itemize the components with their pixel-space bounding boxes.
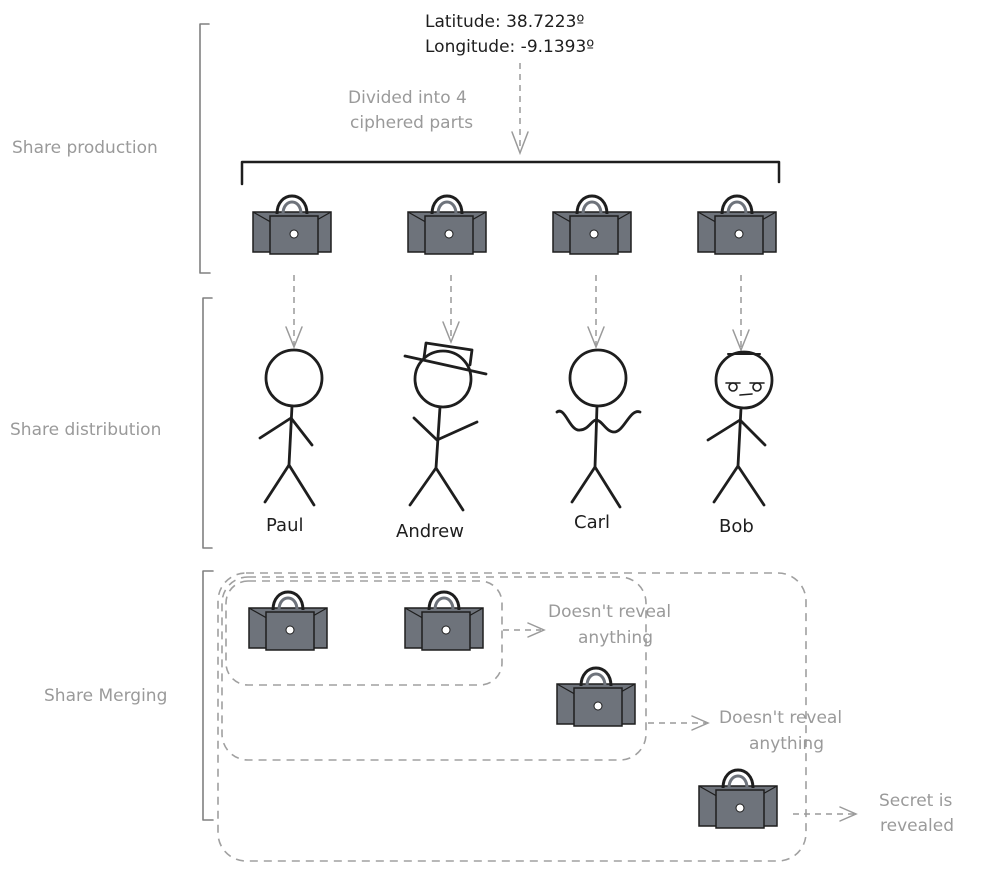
merge-result-three-line2: anything — [749, 734, 824, 754]
distribution-bracket — [202, 297, 213, 549]
person-name-paul: Paul — [266, 515, 304, 536]
distribution-arrows — [285, 275, 750, 353]
person-name-bob: Bob — [719, 516, 754, 537]
person-bob-icon — [706, 350, 774, 507]
secret-longitude: Longitude: -9.1393º — [425, 37, 594, 57]
person-carl-icon — [555, 348, 642, 509]
person-name-andrew: Andrew — [396, 521, 464, 542]
person-name-carl: Carl — [574, 512, 610, 533]
merge-result-two-line2: anything — [578, 628, 653, 648]
merge-group-two — [225, 580, 503, 686]
share-lock-icon-3 — [551, 194, 633, 256]
merge-lock-icon-2 — [403, 590, 485, 652]
stage-label-production: Share production — [12, 138, 158, 158]
share-lock-icon-2 — [406, 194, 488, 256]
merge-group-three — [221, 576, 647, 761]
split-bracket — [240, 160, 781, 186]
merge-lock-icon-3 — [555, 666, 637, 728]
merge-result-two-line1: Doesn't reveal — [548, 602, 671, 622]
production-bracket — [199, 23, 211, 274]
secret-latitude: Latitude: 38.7223º — [425, 12, 584, 32]
divided-note-line1: Divided into 4 — [348, 88, 467, 108]
stage-label-distribution: Share distribution — [10, 420, 161, 440]
share-lock-icon-4 — [696, 194, 778, 256]
divide-arrowhead — [511, 131, 529, 156]
divided-note-line2: ciphered parts — [350, 113, 473, 133]
merge-result-three-line1: Doesn't reveal — [719, 708, 842, 728]
merge-lock-icon-1 — [247, 590, 329, 652]
merge-lock-icon-4 — [697, 768, 779, 830]
stage-label-merging: Share Merging — [44, 686, 167, 706]
person-paul-icon — [258, 348, 324, 507]
merge-result-four-line1: Secret is — [879, 791, 952, 811]
merging-bracket — [202, 570, 214, 821]
merge-result-four-line2: revealed — [880, 816, 954, 836]
share-lock-icon-1 — [251, 194, 333, 256]
merge-arrows — [503, 622, 858, 822]
merge-group-four — [217, 572, 807, 862]
person-andrew-icon — [403, 341, 488, 512]
